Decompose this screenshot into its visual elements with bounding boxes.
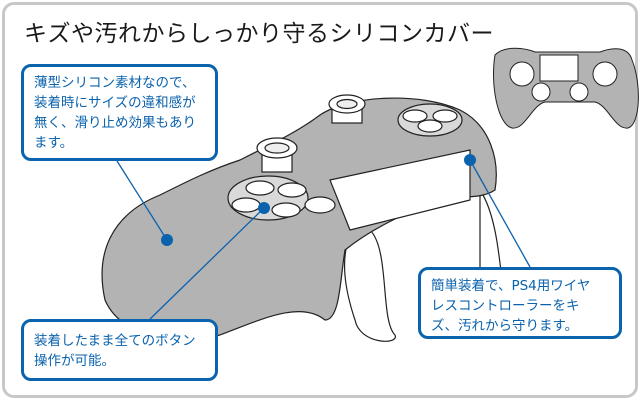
callout-easy-install: 簡単装着で、PS4用ワイヤ レスコントローラーをキ ズ、汚れから守ります。 [418,267,622,339]
callout-leaders [116,154,531,320]
callout-thin-silicone: 薄型シリコン素材なので、 装着時にサイズの違和感が 無く、滑り止め効果もあり ま… [21,64,218,161]
page-title: キズや汚れからしっかり守るシリコンカバー [24,21,494,47]
callout-dot-3 [464,154,476,166]
controller-front-thumbnail [493,47,639,129]
callout-button-access: 装着したまま全てのボタン 操作が可能。 [21,319,218,381]
callout-dot-2 [258,202,270,214]
controller-main-image [101,94,506,342]
callout-dot-1 [161,234,173,246]
